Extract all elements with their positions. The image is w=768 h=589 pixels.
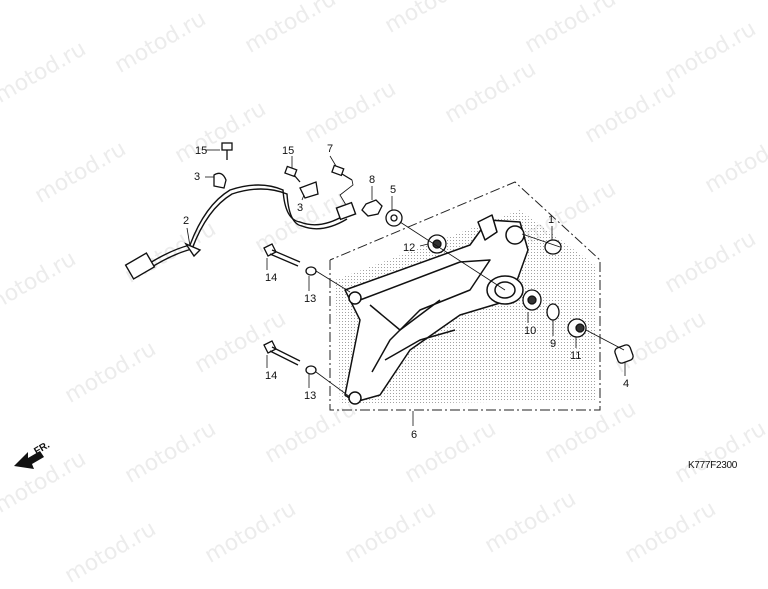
callout-12: 12 <box>403 242 416 254</box>
clamp-3b <box>299 181 319 199</box>
drawing-code: K777F2300 <box>688 460 738 471</box>
callout-2: 2 <box>183 215 190 227</box>
callout-15b: 15 <box>282 145 295 157</box>
callout-13a: 13 <box>304 293 317 305</box>
leader-lines <box>186 149 626 426</box>
clamp-3a <box>213 172 227 189</box>
pivot-hardware <box>361 199 447 254</box>
diagram-artwork <box>14 142 634 469</box>
callout-3a: 3 <box>194 171 201 183</box>
callout-6: 6 <box>411 429 418 441</box>
callout-5: 5 <box>390 184 397 196</box>
callout-14a: 14 <box>265 272 278 284</box>
callout-15a: 15 <box>195 145 208 157</box>
sensor-harness <box>124 184 357 280</box>
assembly-boundary <box>329 181 601 411</box>
mounting-bolts <box>263 243 317 375</box>
callout-11: 11 <box>570 350 582 362</box>
swing-arm <box>344 214 529 405</box>
callout-7: 7 <box>327 143 334 155</box>
front-direction-arrow-icon <box>14 451 44 469</box>
callout-14b: 14 <box>265 370 278 382</box>
callout-10: 10 <box>524 325 537 337</box>
callout-8: 8 <box>369 174 376 186</box>
callout-4: 4 <box>623 378 630 390</box>
bolts-small <box>221 142 353 183</box>
callout-3b: 3 <box>297 202 304 214</box>
callout-13b: 13 <box>304 390 317 402</box>
callout-9: 9 <box>550 338 557 350</box>
callout-1: 1 <box>548 214 555 226</box>
